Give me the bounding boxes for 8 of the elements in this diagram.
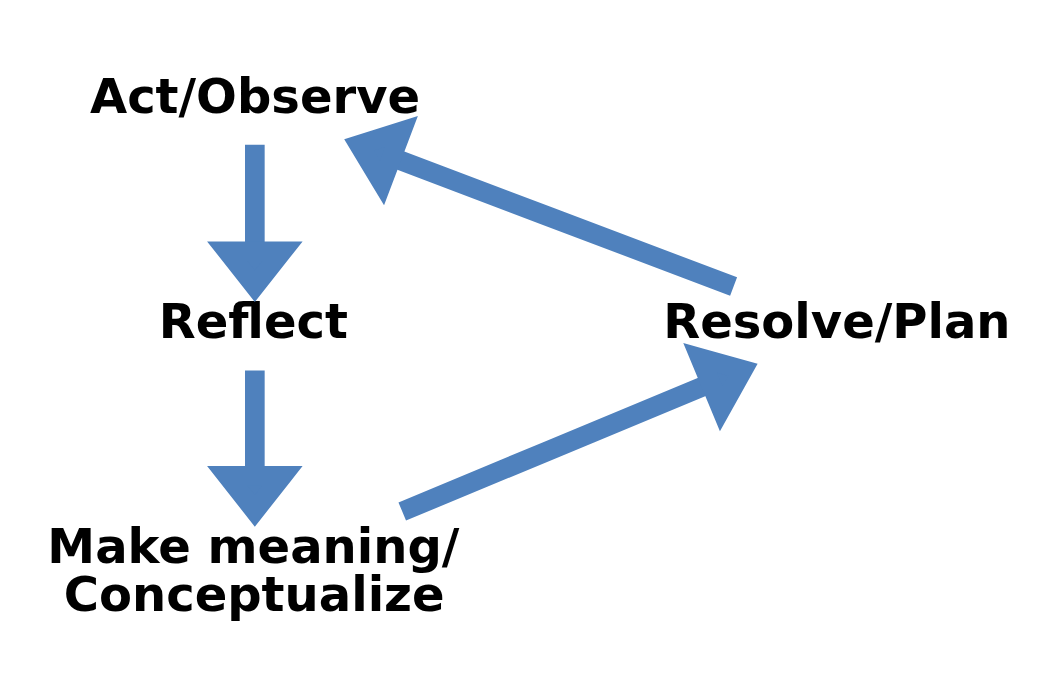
arrow bbox=[207, 370, 303, 527]
node-text: Reflect bbox=[158, 293, 348, 350]
arrow bbox=[344, 116, 738, 296]
arrow bbox=[398, 342, 758, 521]
node-text: Make meaning/ Conceptualize bbox=[47, 518, 460, 623]
node-text: Act/Observe bbox=[89, 68, 421, 125]
arrow bbox=[207, 144, 303, 303]
node-text: Resolve/Plan bbox=[663, 293, 1011, 350]
